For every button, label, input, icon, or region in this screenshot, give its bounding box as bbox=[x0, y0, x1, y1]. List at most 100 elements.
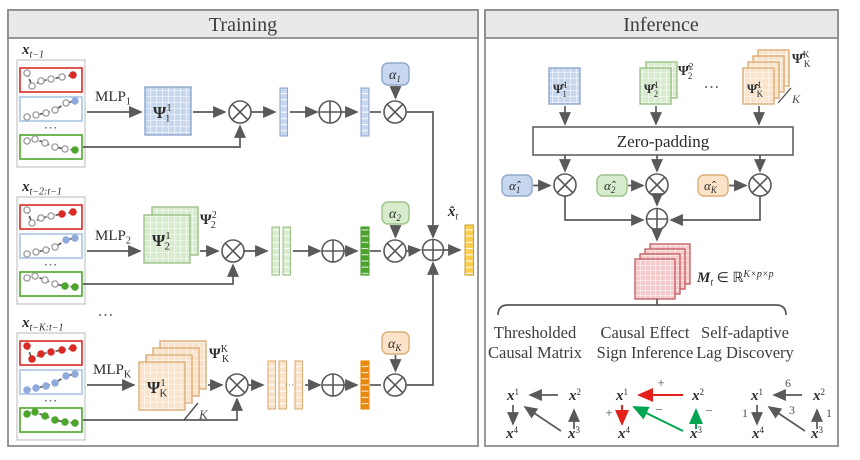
series-point bbox=[51, 243, 59, 251]
row3-feature-bar-1c bbox=[294, 360, 304, 410]
g3-lag-left: 1 bbox=[742, 406, 748, 420]
series-point bbox=[37, 77, 45, 85]
row2-series-green-box bbox=[19, 271, 83, 297]
row1-feed-line bbox=[83, 124, 246, 148]
psi-hat-1-matrix bbox=[548, 67, 581, 105]
series-point bbox=[23, 274, 31, 282]
row3-feature-bar-1b bbox=[278, 360, 288, 410]
g2-node-x1: x1 bbox=[615, 387, 628, 404]
inference-multiply-1-icon bbox=[553, 173, 577, 197]
series-point bbox=[42, 109, 50, 117]
series-point bbox=[23, 206, 31, 214]
output1-line2: Causal Matrix bbox=[488, 343, 583, 362]
output3-line2: Lag Discovery bbox=[696, 343, 794, 362]
inference-header bbox=[484, 9, 839, 39]
psi-hat-K-slash bbox=[777, 87, 792, 104]
series-point bbox=[62, 99, 70, 107]
g3-node-x2: x2 bbox=[812, 387, 825, 404]
alpha-hat-K-label: α̂K bbox=[704, 178, 718, 195]
g2-sign-diag: − bbox=[655, 402, 662, 417]
g3-lag-right: 1 bbox=[826, 406, 832, 420]
mul1-to-sum-line bbox=[564, 196, 645, 226]
g3-edge-x3-x1 bbox=[767, 406, 806, 432]
row3-psi-matrix-front bbox=[138, 361, 186, 411]
output-col-2-title: Causal Effect Sign Inference bbox=[597, 323, 694, 362]
series-point bbox=[41, 412, 49, 420]
g1-node-x2: x2 bbox=[568, 387, 581, 404]
output1-line1: Thresholded bbox=[494, 323, 577, 342]
training-combiner: x̂t bbox=[421, 204, 475, 276]
series-point bbox=[69, 344, 77, 352]
inference-multiply-2-icon bbox=[645, 173, 669, 197]
series-point bbox=[51, 379, 59, 387]
series-point bbox=[31, 272, 39, 280]
M-label: Mt ∈ ℝK×p×p bbox=[696, 269, 774, 289]
series-point bbox=[51, 416, 59, 424]
g1-edge-x3-x1 bbox=[523, 406, 562, 432]
row3-alpha-label: αK bbox=[388, 337, 402, 353]
training-output-label: x̂t bbox=[447, 204, 459, 223]
row2-series-red bbox=[23, 206, 77, 227]
series-point bbox=[58, 73, 66, 81]
series-point bbox=[23, 137, 31, 145]
row3-feature-bar-2 bbox=[360, 360, 370, 410]
alpha-hat-K-chip bbox=[697, 174, 729, 197]
row3-mlp-label: MLPK bbox=[93, 362, 132, 381]
row3-series-green bbox=[23, 408, 79, 427]
row2-series-blue bbox=[23, 234, 79, 258]
series-point bbox=[62, 236, 70, 244]
row3-to-combiner-line bbox=[406, 261, 439, 386]
series-point bbox=[41, 139, 49, 147]
g3-lag-diag: 3 bbox=[789, 403, 795, 417]
row2-x-label: xt−2:t−1 bbox=[21, 179, 62, 198]
g2-sign-right: − bbox=[705, 403, 712, 418]
g2-edge-x3-x1-negative bbox=[632, 406, 684, 432]
series-point bbox=[23, 386, 31, 394]
series-point bbox=[28, 219, 36, 227]
row2-feature-bar-1a bbox=[271, 226, 281, 276]
inference-multiply-K-icon bbox=[748, 173, 772, 197]
series-point bbox=[47, 212, 55, 220]
graph-thresholded: x1 x2 x4 x3 bbox=[505, 387, 581, 442]
alpha-hat-1-chip bbox=[501, 174, 533, 197]
g2-node-x3: x3 bbox=[689, 425, 703, 442]
row2-multiply2-op-icon bbox=[383, 239, 407, 263]
series-point bbox=[42, 382, 50, 390]
series-point bbox=[32, 111, 40, 119]
row3-stack-depth-label: K bbox=[198, 407, 209, 422]
series-point bbox=[61, 282, 69, 290]
series-point bbox=[23, 113, 31, 121]
row1-series-red bbox=[23, 69, 77, 90]
row3-feature-bar-1a bbox=[267, 360, 277, 410]
series-point bbox=[51, 143, 59, 151]
psi-ellipsis: ⋯ bbox=[704, 79, 721, 96]
alpha-hat-2-label: α̂2 bbox=[604, 178, 616, 195]
row3-series-blue bbox=[23, 370, 79, 394]
mulK-to-sum-line bbox=[669, 196, 761, 226]
row2-feature-bar-2 bbox=[360, 226, 370, 276]
row3-series-red bbox=[23, 342, 77, 363]
output-col-3-title: Self-adaptive Lag Discovery bbox=[696, 323, 794, 362]
row1-mlp-label: MLP1 bbox=[95, 89, 131, 108]
g3-lag-top: 6 bbox=[785, 376, 791, 390]
g2-sign-top: + bbox=[657, 375, 664, 390]
series-point bbox=[28, 82, 36, 90]
row1-series-blue bbox=[23, 97, 79, 121]
series-point bbox=[69, 71, 77, 79]
row1-multiply-op-icon bbox=[228, 100, 252, 124]
series-point bbox=[71, 370, 79, 378]
series-point bbox=[51, 106, 59, 114]
row1-multiply2-op-icon bbox=[383, 100, 407, 124]
combiner-add-op-icon bbox=[421, 238, 445, 262]
g1-node-x4: x4 bbox=[505, 425, 519, 442]
series-point bbox=[23, 69, 31, 77]
row3-multiply-op-icon bbox=[225, 373, 249, 397]
row1-psi-matrix bbox=[144, 86, 192, 136]
